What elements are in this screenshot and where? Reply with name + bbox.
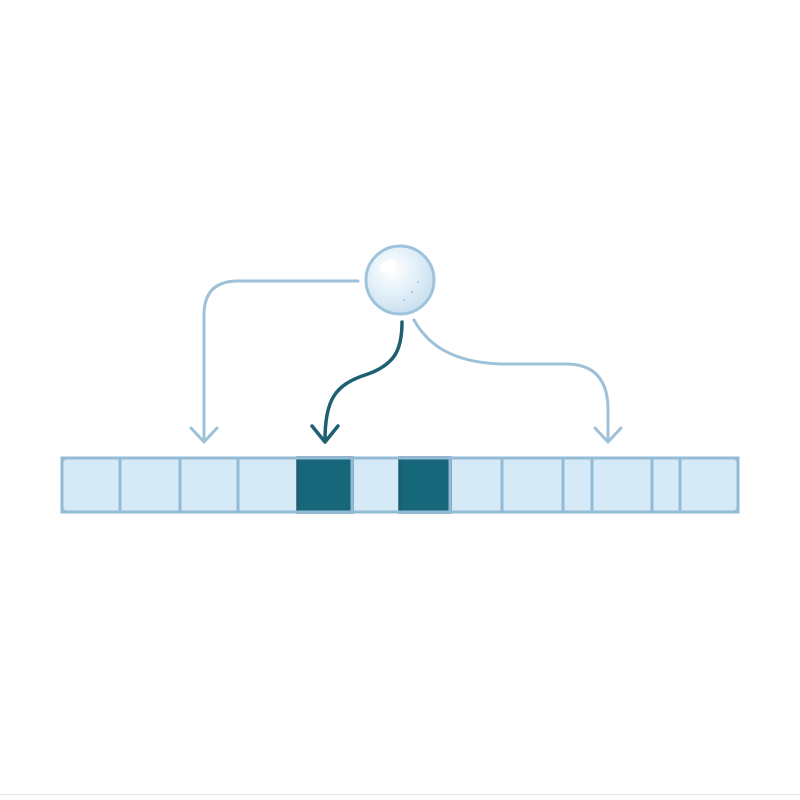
arrow-middle-head	[310, 424, 340, 444]
array-row	[60, 456, 740, 514]
node-speck	[417, 281, 419, 283]
array-cell-highlighted	[296, 456, 354, 514]
arrow-left-head	[189, 426, 219, 444]
bottom-divider	[0, 794, 800, 795]
source-node	[364, 244, 436, 316]
node-speck	[410, 290, 414, 294]
arrow-right-head	[593, 426, 623, 444]
arrows-group	[189, 279, 623, 444]
array-cell-highlighted	[398, 456, 452, 514]
node-speck	[403, 299, 405, 301]
array-outline	[60, 456, 740, 514]
circle-node-icon	[364, 244, 436, 316]
arrow-right	[412, 318, 610, 442]
arrow-left	[202, 279, 360, 442]
arrow-middle	[323, 320, 404, 442]
node-highlight	[379, 259, 397, 273]
